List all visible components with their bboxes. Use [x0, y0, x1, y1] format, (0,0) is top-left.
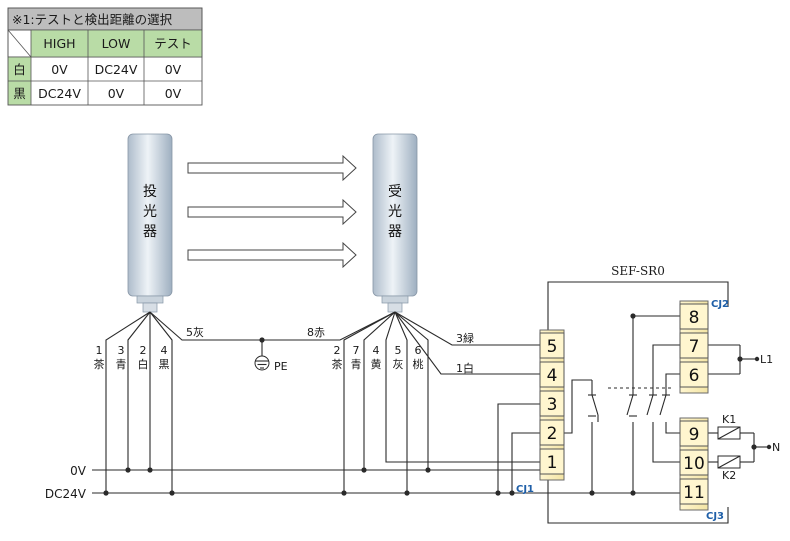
coil-k2-label: K2	[722, 469, 736, 482]
wire-number: 1	[96, 344, 103, 357]
terminal-number: 7	[689, 337, 700, 357]
wire-color: 黒	[159, 358, 170, 371]
wire-color: 灰	[393, 357, 404, 371]
table-row-label: 黒	[13, 86, 26, 101]
cj1-label: CJ1	[516, 484, 534, 495]
terminal-block-cj2: 8 7 6 CJ2	[679, 299, 729, 394]
table-header-test: テスト	[154, 36, 192, 51]
light-beam-arrows	[187, 154, 357, 269]
terminal-number: 5	[547, 337, 558, 357]
relay-name: SEF-SR0	[611, 264, 665, 278]
power-0v-label: 0V	[70, 464, 87, 478]
table-cell: 0V	[108, 86, 125, 101]
wire-color: 桃	[413, 357, 424, 371]
wire-label-r1: 1白	[456, 361, 474, 375]
cj2-label: CJ2	[711, 299, 729, 310]
terminal-block-cj3: 9 10 11 CJ3	[679, 417, 724, 522]
table-cell: 0V	[51, 62, 68, 77]
wire-color: 青	[351, 358, 362, 371]
emitter-unit: 投 光 器	[127, 133, 173, 313]
wire-number: 6	[415, 344, 422, 357]
receiver-label: 器	[388, 224, 402, 240]
wire-color: 茶	[94, 358, 105, 371]
wire-number: 3	[118, 344, 125, 357]
wiring	[92, 281, 772, 524]
output-l1-label: L1	[760, 353, 773, 366]
wire-number: 5	[395, 344, 402, 357]
beam-arrow-icon	[187, 198, 357, 226]
terminal-number: 9	[689, 425, 700, 445]
wire-color: 黄	[371, 357, 382, 371]
table-cell: DC24V	[38, 86, 81, 101]
table-cell: 0V	[165, 62, 182, 77]
wire-labels: 1 茶 3 青 2 白 4 黒 2 茶 7 青 4 黄 5 灰 6 桃 5灰 8…	[45, 264, 780, 501]
ground-icon	[254, 355, 270, 371]
emitter-label: 器	[143, 224, 157, 240]
wire-color: 茶	[332, 358, 343, 371]
wire-label-r3: 3緑	[456, 331, 474, 345]
receiver-unit: 受 光 器	[372, 133, 418, 313]
pe-label: PE	[274, 360, 288, 373]
table-cell: DC24V	[95, 62, 138, 77]
wire-color: 青	[116, 358, 127, 371]
terminal-number: 3	[547, 395, 558, 415]
terminal-number: 4	[547, 366, 558, 386]
terminal-number: 1	[547, 453, 558, 473]
table-title: ※1:テストと検出距離の選択	[12, 12, 173, 27]
terminal-number: 8	[689, 308, 700, 328]
wire-label-e5: 5灰	[186, 325, 204, 339]
receiver-label: 光	[388, 204, 402, 220]
table-row-label: 白	[13, 62, 26, 77]
selection-table: ※1:テストと検出距離の選択 HIGH LOW テスト 白 0V DC24V 0…	[7, 7, 203, 106]
beam-arrow-icon	[187, 241, 357, 269]
receiver-label: 受	[388, 184, 402, 200]
wire-number: 2	[140, 344, 147, 357]
coil-k1-label: K1	[722, 413, 736, 426]
terminal-number: 2	[547, 424, 558, 444]
beam-arrow-icon	[187, 154, 357, 182]
wire-number: 2	[334, 344, 341, 357]
terminal-number: 10	[683, 454, 705, 474]
emitter-label: 光	[143, 204, 157, 220]
power-dc24v-label: DC24V	[45, 487, 87, 501]
cj3-label: CJ3	[706, 511, 724, 522]
table-cell: 0V	[165, 86, 182, 101]
wire-number: 4	[161, 344, 168, 357]
wire-number: 4	[373, 344, 380, 357]
wire-label-r8: 8赤	[307, 326, 325, 339]
table-header-low: LOW	[102, 36, 131, 51]
output-n-label: N	[772, 441, 780, 454]
table-header-high: HIGH	[43, 36, 75, 51]
wire-number: 7	[353, 344, 360, 357]
wire-color: 白	[138, 357, 149, 371]
emitter-label: 投	[143, 184, 157, 200]
terminal-number: 6	[689, 366, 700, 386]
terminal-block-cj1: 5 4 3 2 1 CJ1	[516, 329, 565, 495]
terminal-number: 11	[683, 483, 705, 503]
